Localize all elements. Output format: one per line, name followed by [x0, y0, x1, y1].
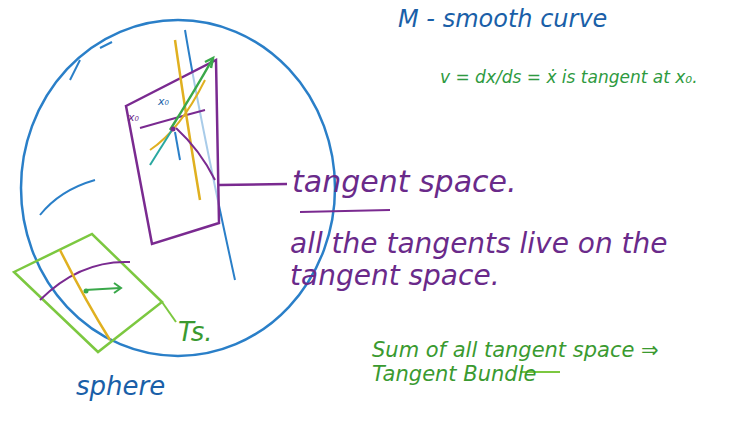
point-label: x₀	[128, 112, 158, 125]
sphere-label: sphere	[76, 372, 216, 402]
tangent-space-label: tangent space.	[292, 165, 592, 200]
point-label: x₀	[158, 96, 188, 109]
tangent-space-symbol: Ts.	[178, 318, 258, 348]
bundle-note: Sum of all tangent space ⇒ Tangent Bundl…	[372, 338, 732, 386]
tangents-note: all the tangents live on the tangent spa…	[290, 228, 735, 292]
tangent-formula: v = dx/ds = ẋ is tangent at x₀.	[440, 68, 735, 88]
curve-note: M - smooth curve	[398, 6, 728, 34]
